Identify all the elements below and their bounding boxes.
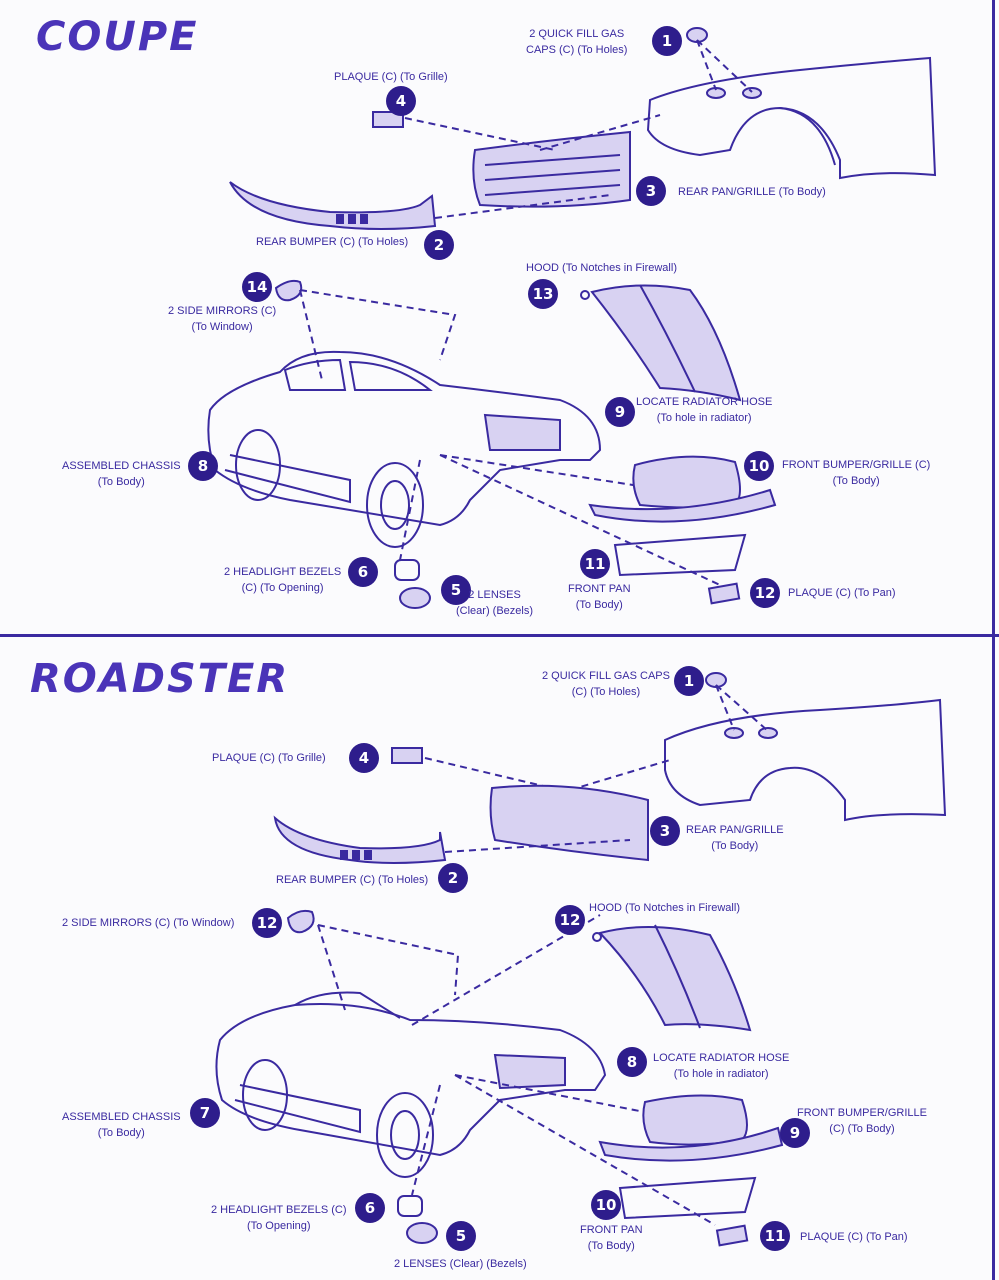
coupe-label-front-pan: FRONT PAN (To Body) [568, 583, 631, 611]
coupe-badge-14: 14 [242, 272, 272, 302]
roadster-badge-11: 11 [760, 1221, 790, 1251]
coupe-badge-6: 6 [348, 557, 378, 587]
roadster-mirror [286, 909, 315, 934]
coupe-front-bumper [588, 488, 777, 523]
coupe-front-grille [632, 455, 741, 509]
coupe-badge-10: 10 [744, 451, 774, 481]
coupe-rear-bumper [229, 181, 437, 230]
coupe-front-pan [613, 533, 747, 577]
roadster-label-radiator-hose: LOCATE RADIATOR HOSE (To hole in radiato… [653, 1052, 790, 1080]
coupe-label-front-bumper: FRONT BUMPER/GRILLE (C) (To Body) [782, 459, 931, 487]
roadster-badge-5: 5 [446, 1221, 476, 1251]
coupe-lens [399, 587, 431, 609]
roadster-badge-12-hood: 12 [555, 905, 585, 935]
coupe-label-radiator-hose: LOCATE RADIATOR HOSE (To hole in radiato… [636, 396, 773, 424]
roadster-front-grille [642, 1094, 748, 1146]
roadster-label-chassis: ASSEMBLED CHASSIS (To Body) [62, 1111, 181, 1139]
roadster-badge-6: 6 [355, 1193, 385, 1223]
roadster-label-front-bumper: FRONT BUMPER/GRILLE (C) (To Body) [797, 1107, 927, 1135]
roadster-badge-8: 8 [617, 1047, 647, 1077]
roadster-rear-body [664, 672, 947, 822]
roadster-badge-4: 4 [349, 743, 379, 773]
coupe-label-side-mirrors: 2 SIDE MIRRORS (C) (To Window) [168, 305, 277, 333]
coupe-label-rear-pan: REAR PAN/GRILLE (To Body) [678, 186, 826, 198]
coupe-badge-8: 8 [188, 451, 218, 481]
roadster-label-gas-caps: 2 QUICK FILL GAS CAPS (C) (To Holes) [542, 670, 670, 698]
coupe-label-rear-bumper: REAR BUMPER (C) (To Holes) [256, 236, 409, 248]
coupe-headlight-bezel [394, 559, 420, 581]
coupe-badge-11: 11 [580, 549, 610, 579]
roadster-label-rear-bumper: REAR BUMPER (C) (To Holes) [276, 874, 429, 886]
roadster-rear-bumper [273, 815, 447, 864]
roadster-badge-9: 9 [780, 1118, 810, 1148]
coupe-label-hood: HOOD (To Notches in Firewall) [526, 262, 677, 274]
coupe-badge-13: 13 [528, 279, 558, 309]
roadster-headlight-bezel [397, 1195, 423, 1217]
coupe-label-chassis: ASSEMBLED CHASSIS (To Body) [62, 460, 181, 488]
coupe-hood [590, 284, 742, 402]
roadster-badge-12-mirrors: 12 [252, 908, 282, 938]
coupe-mirror [274, 279, 303, 302]
roadster-plaque-pan [715, 1224, 749, 1247]
coupe-badge-9: 9 [605, 397, 635, 427]
coupe-badge-2: 2 [424, 230, 454, 260]
roadster-label-rear-pan: REAR PAN/GRILLE (To Body) [686, 824, 784, 852]
roadster-label-headlight-bezels: 2 HEADLIGHT BEZELS (C) (To Opening) [211, 1204, 347, 1232]
roadster-plaque-grille [391, 747, 423, 764]
roadster-label-plaque-grille: PLAQUE (C) (To Grille) [212, 752, 326, 764]
roadster-badge-1: 1 [674, 666, 704, 696]
coupe-title: COUPE [36, 14, 199, 60]
roadster-front-pan [618, 1176, 757, 1220]
coupe-label-plaque-grille: PLAQUE (C) (To Grille) [334, 71, 448, 83]
page-edge-line [992, 0, 995, 1280]
section-divider [0, 634, 999, 637]
roadster-rear-pan [489, 784, 649, 862]
coupe-plaque-pan [707, 582, 741, 605]
roadster-title: ROADSTER [30, 656, 290, 702]
roadster-label-hood: HOOD (To Notches in Firewall) [589, 902, 740, 914]
roadster-label-side-mirrors: 2 SIDE MIRRORS (C) (To Window) [62, 917, 235, 929]
roadster-badge-7: 7 [190, 1098, 220, 1128]
roadster-label-lenses: 2 LENSES (Clear) (Bezels) [394, 1258, 527, 1270]
roadster-badge-3: 3 [650, 816, 680, 846]
roadster-badge-10: 10 [591, 1190, 621, 1220]
roadster-label-plaque-pan: PLAQUE (C) (To Pan) [800, 1231, 908, 1243]
roadster-label-front-pan: FRONT PAN (To Body) [580, 1224, 643, 1252]
coupe-rear-body [646, 27, 937, 180]
coupe-label-plaque-pan: PLAQUE (C) (To Pan) [788, 587, 896, 599]
roadster-hood [598, 925, 752, 1032]
coupe-badge-4: 4 [386, 86, 416, 116]
roadster-front-bumper [598, 1126, 784, 1162]
coupe-badge-1: 1 [652, 26, 682, 56]
coupe-plaque-grille [372, 111, 404, 128]
coupe-label-gas-caps: 2 QUICK FILL GAS CAPS (C) (To Holes) [526, 28, 628, 56]
coupe-label-headlight-bezels: 2 HEADLIGHT BEZELS (C) (To Opening) [224, 566, 342, 594]
roadster-lens [406, 1222, 438, 1244]
coupe-label-lenses: 2 LENSES (Clear) (Bezels) [456, 589, 534, 617]
coupe-car-body [207, 350, 602, 548]
roadster-car-body [215, 991, 607, 1178]
coupe-badge-12: 12 [750, 578, 780, 608]
coupe-badge-3: 3 [636, 176, 666, 206]
coupe-badge-5: 5 [441, 575, 471, 605]
roadster-badge-2: 2 [438, 863, 468, 893]
